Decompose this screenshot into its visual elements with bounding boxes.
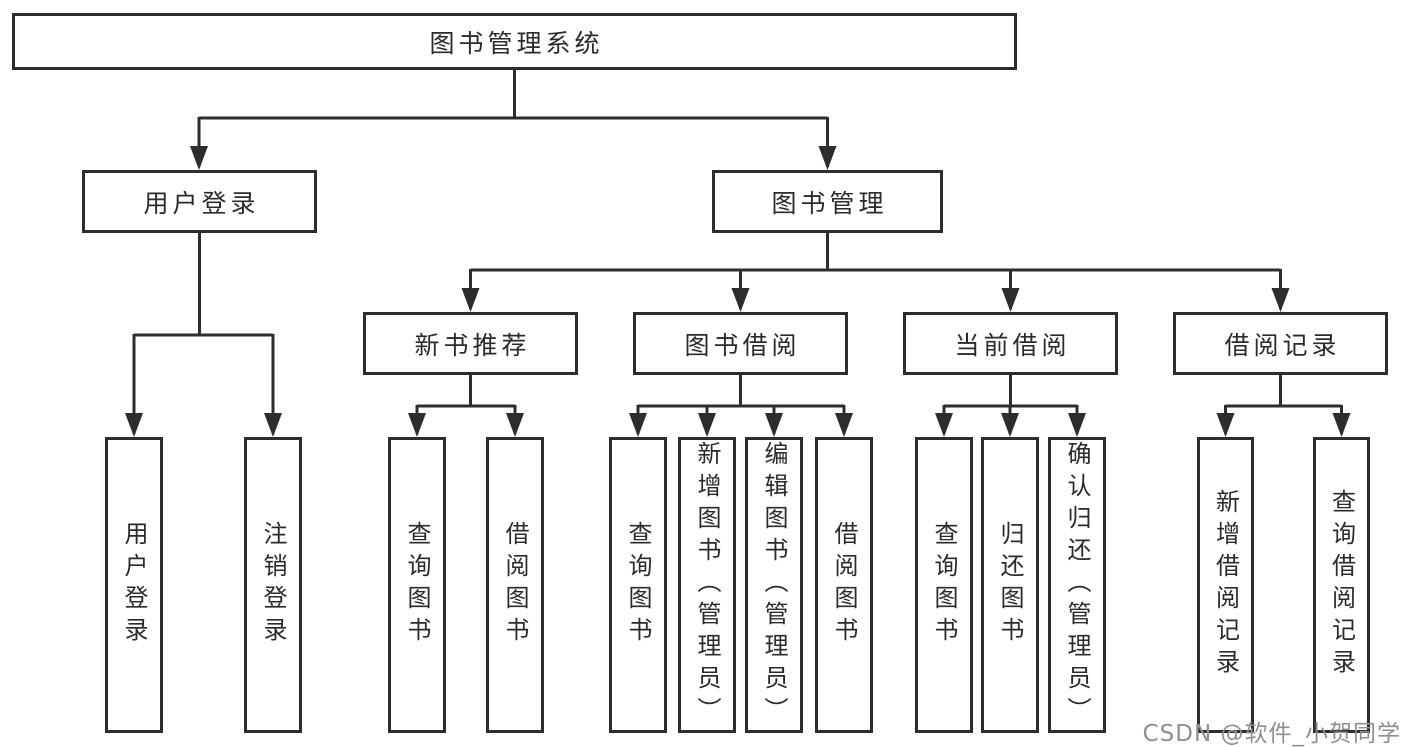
node-label: 借阅图书	[830, 521, 858, 649]
node-label: 图书管理	[771, 188, 888, 218]
node-label: 新书推荐	[414, 330, 531, 360]
leaf-borrow-query-books: 查询图书	[609, 437, 667, 733]
node-label: 用户登录	[120, 521, 148, 649]
node-label: 查询借阅记录	[1327, 489, 1356, 681]
node-label: 借阅图书	[501, 521, 529, 649]
node-label: 查询图书	[930, 521, 958, 649]
node-label: 归还图书	[996, 521, 1024, 649]
node-new-book-recommend: 新书推荐	[363, 312, 578, 375]
node-book-management: 图书管理	[712, 170, 943, 233]
node-borrow-records: 借阅记录	[1173, 312, 1388, 375]
node-label: 查询图书	[403, 521, 431, 649]
node-label: 当前借阅	[954, 330, 1071, 360]
leaf-current-return-books: 归还图书	[981, 437, 1039, 733]
node-user-login: 用户登录	[82, 170, 317, 233]
node-label: 借阅记录	[1224, 330, 1341, 360]
node-label: 图书管理系统	[429, 28, 604, 58]
node-label: 图书借阅	[684, 330, 801, 360]
node-label: 编辑图书（管理员）	[760, 441, 788, 729]
node-label: 查询图书	[624, 521, 652, 649]
leaf-borrow-add-books-admin: 新增图书（管理员）	[678, 437, 736, 733]
csdn-watermark: CSDN @软件_小贺同学	[1142, 721, 1401, 747]
node-label: 新增图书（管理员）	[693, 441, 721, 729]
node-book-borrow: 图书借阅	[633, 312, 848, 375]
node-label: 注销登录	[259, 521, 287, 649]
node-label: 新增借阅记录	[1211, 489, 1240, 681]
leaf-logout: 注销登录	[244, 437, 302, 733]
leaf-borrow-borrow-books: 借阅图书	[815, 437, 873, 733]
leaf-newbooks-query-books: 查询图书	[388, 437, 446, 733]
leaf-records-query-record: 查询借阅记录	[1313, 437, 1370, 733]
leaf-current-confirm-return-admin: 确认归还（管理员）	[1048, 437, 1106, 733]
node-current-borrow: 当前借阅	[903, 312, 1118, 375]
leaf-borrow-edit-books-admin: 编辑图书（管理员）	[745, 437, 803, 733]
node-label: 用户登录	[143, 188, 260, 218]
node-library-system: 图书管理系统	[12, 13, 1017, 70]
leaf-current-query-books: 查询图书	[915, 437, 973, 733]
leaf-user-login: 用户登录	[105, 437, 163, 733]
leaf-records-add-record: 新增借阅记录	[1197, 437, 1254, 733]
leaf-newbooks-borrow-books: 借阅图书	[486, 437, 544, 733]
node-label: 确认归还（管理员）	[1063, 441, 1091, 729]
